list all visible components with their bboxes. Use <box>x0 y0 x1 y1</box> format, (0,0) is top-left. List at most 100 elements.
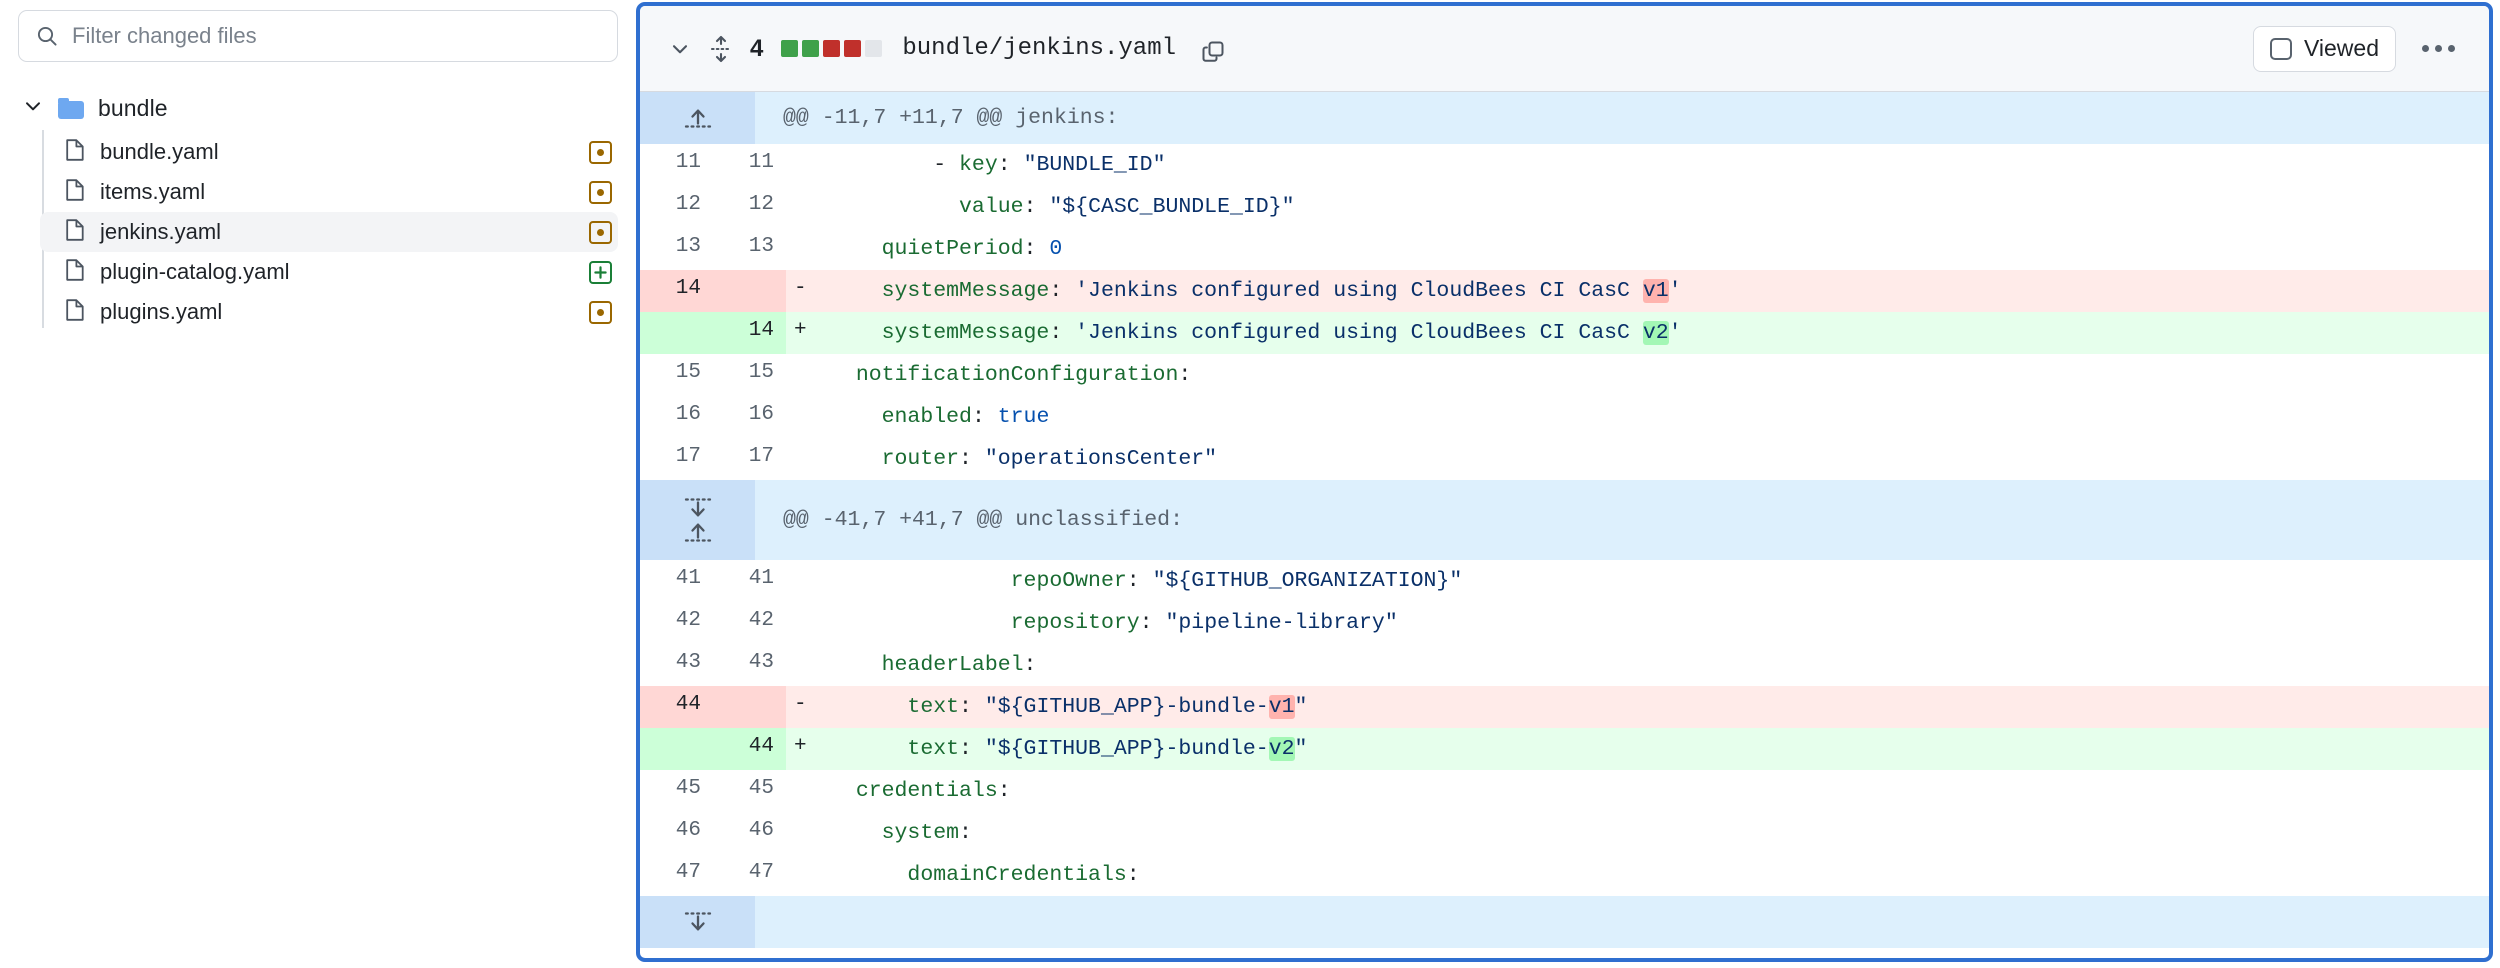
diff-line-del[interactable]: 44 - text: "${GITHUB_APP}-bundle-v1" <box>640 686 2489 728</box>
tree-folder-bundle[interactable]: bundle <box>0 84 636 132</box>
diff-line-ctx[interactable]: 4545 credentials: <box>640 770 2489 812</box>
tree-file-jenkins-yaml[interactable]: jenkins.yaml <box>40 212 618 252</box>
hunk-range-label <box>755 896 2489 948</box>
code-line: credentials: <box>828 770 2489 812</box>
code-line: text: "${GITHUB_APP}-bundle-v1" <box>828 686 2489 728</box>
line-number-old: 13 <box>640 228 713 270</box>
file-tree: bundle bundle.yaml <box>0 84 636 332</box>
line-number-new: 13 <box>713 228 786 270</box>
line-number-old: 45 <box>640 770 713 812</box>
line-number-new: 12 <box>713 186 786 228</box>
line-number-new: 17 <box>713 438 786 480</box>
expand-down-icon[interactable] <box>640 896 755 948</box>
diff-line-ctx[interactable]: 1616 enabled: true <box>640 396 2489 438</box>
code-line: enabled: true <box>828 396 2489 438</box>
search-icon <box>35 24 59 48</box>
file-path: bundle/jenkins.yaml <box>902 35 1176 62</box>
line-number-new: 45 <box>713 770 786 812</box>
diff-marker <box>786 854 828 896</box>
diff-marker <box>786 812 828 854</box>
diff-hunk-header: @@ -41,7 +41,7 @@ unclassified: <box>640 480 2489 560</box>
file-name: plugin-catalog.yaml <box>100 259 575 285</box>
diff-marker: - <box>786 270 828 312</box>
file-name: jenkins.yaml <box>100 219 575 245</box>
diff-marker: + <box>786 312 828 354</box>
code-line: quietPeriod: 0 <box>828 228 2489 270</box>
line-number-old: 42 <box>640 602 713 644</box>
line-number-new: 41 <box>713 560 786 602</box>
diff-line-ctx[interactable]: 4242 repository: "pipeline-library" <box>640 602 2489 644</box>
expand-both-icon[interactable] <box>640 480 755 560</box>
code-line: notificationConfiguration: <box>828 354 2489 396</box>
line-number-new: 47 <box>713 854 786 896</box>
diff-hunk-header <box>640 896 2489 948</box>
code-line: headerLabel: <box>828 644 2489 686</box>
code-line: domainCredentials: <box>828 854 2489 896</box>
viewed-checkbox[interactable] <box>2270 38 2292 60</box>
diff-line-add[interactable]: 14+ systemMessage: 'Jenkins configured u… <box>640 312 2489 354</box>
diff-line-ctx[interactable]: 1313 quietPeriod: 0 <box>640 228 2489 270</box>
tree-file-plugin-catalog-yaml[interactable]: plugin-catalog.yaml <box>40 252 618 292</box>
diff-line-ctx[interactable]: 4141 repoOwner: "${GITHUB_ORGANIZATION}" <box>640 560 2489 602</box>
unfold-vertical-icon[interactable] <box>710 35 732 63</box>
copy-icon[interactable] <box>1200 36 1226 62</box>
change-count: 4 <box>750 35 763 63</box>
diff-marker <box>786 354 828 396</box>
line-number-old <box>640 728 713 770</box>
diff-line-del[interactable]: 14- systemMessage: 'Jenkins configured u… <box>640 270 2489 312</box>
line-number-old <box>640 312 713 354</box>
chevron-down-icon[interactable] <box>668 37 692 61</box>
kebab-menu-icon[interactable] <box>2410 35 2467 62</box>
file-name: items.yaml <box>100 179 575 205</box>
diff-marker <box>786 144 828 186</box>
folder-label: bundle <box>98 95 168 122</box>
diff-line-ctx[interactable]: 4343 headerLabel: <box>640 644 2489 686</box>
diff-line-ctx[interactable]: 4747 domainCredentials: <box>640 854 2489 896</box>
diff-line-ctx[interactable]: 1111 - key: "BUNDLE_ID" <box>640 144 2489 186</box>
diff-marker: - <box>786 686 828 728</box>
line-number-old: 44 <box>640 686 713 728</box>
file-name: bundle.yaml <box>100 139 575 165</box>
diff-line-ctx[interactable]: 1717 router: "operationsCenter" <box>640 438 2489 480</box>
file-icon <box>64 218 86 247</box>
tree-file-bundle-yaml[interactable]: bundle.yaml <box>40 132 618 172</box>
tree-file-plugins-yaml[interactable]: plugins.yaml <box>40 292 618 332</box>
diff-line-ctx[interactable]: 1212 value: "${CASC_BUNDLE_ID}" <box>640 186 2489 228</box>
folder-icon <box>58 98 84 119</box>
line-number-new: 11 <box>713 144 786 186</box>
line-number-old: 43 <box>640 644 713 686</box>
changed-files-sidebar: bundle bundle.yaml <box>0 0 636 968</box>
chevron-down-icon[interactable] <box>22 95 44 122</box>
line-number-new: 15 <box>713 354 786 396</box>
expand-up-icon[interactable] <box>640 92 755 144</box>
diff-marker <box>786 228 828 270</box>
line-number-old: 14 <box>640 270 713 312</box>
diff-line-add[interactable]: 44+ text: "${GITHUB_APP}-bundle-v2" <box>640 728 2489 770</box>
diff-marker <box>786 602 828 644</box>
modified-dot-icon <box>589 301 612 324</box>
search-input[interactable] <box>72 23 601 49</box>
modified-dot-icon <box>589 141 612 164</box>
line-number-old: 15 <box>640 354 713 396</box>
diff-marker <box>786 560 828 602</box>
tree-file-items-yaml[interactable]: items.yaml <box>40 172 618 212</box>
added-plus-icon <box>589 261 612 284</box>
line-number-old: 47 <box>640 854 713 896</box>
viewed-label: Viewed <box>2304 35 2379 62</box>
diff-body: @@ -11,7 +11,7 @@ jenkins:1111 - key: "B… <box>640 92 2489 958</box>
diff-header-left: 4 bundle/jenkins.yaml <box>668 35 2253 63</box>
code-line: text: "${GITHUB_APP}-bundle-v2" <box>828 728 2489 770</box>
line-number-old: 16 <box>640 396 713 438</box>
viewed-toggle[interactable]: Viewed <box>2253 26 2396 72</box>
modified-dot-icon <box>589 181 612 204</box>
diff-line-ctx[interactable]: 1515 notificationConfiguration: <box>640 354 2489 396</box>
line-number-new: 43 <box>713 644 786 686</box>
file-icon <box>64 178 86 207</box>
file-icon <box>64 258 86 287</box>
diff-file-header: 4 bundle/jenkins.yaml Viewed <box>640 6 2489 92</box>
line-number-old: 12 <box>640 186 713 228</box>
hunk-range-label: @@ -11,7 +11,7 @@ jenkins: <box>755 92 2489 144</box>
filter-changed-files-box[interactable] <box>18 10 618 62</box>
diff-line-ctx[interactable]: 4646 system: <box>640 812 2489 854</box>
